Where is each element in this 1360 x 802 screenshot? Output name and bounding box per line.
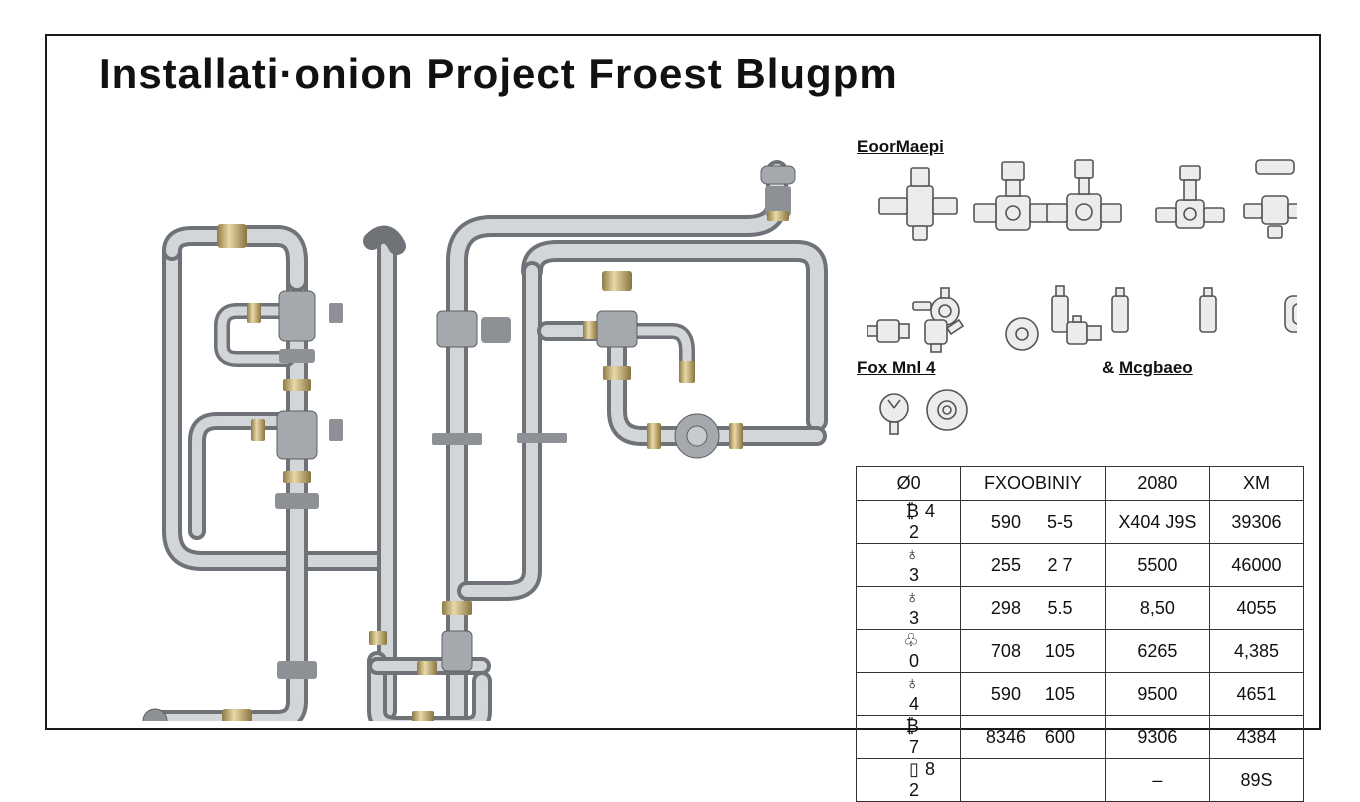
part-icon: ₿	[905, 716, 919, 736]
part-qty: 7	[908, 737, 919, 757]
value-cell: 8,50	[1104, 586, 1210, 630]
fixture-cell	[960, 758, 1106, 802]
part-qty: 3	[908, 608, 919, 628]
part-icon: ♁	[905, 673, 920, 693]
part-id: 4	[925, 501, 936, 521]
legend-section-2-label: Fox Mnl 4	[857, 358, 936, 377]
legend-section-3-prefix: &	[1102, 358, 1115, 377]
part-icon: ▯	[909, 759, 919, 779]
table-header-cell: Ø0	[855, 466, 962, 501]
valve-legend-icons	[878, 159, 1297, 333]
flange-disc-icon	[926, 389, 968, 431]
gate-valve-icon	[1155, 165, 1225, 229]
xm-cell: 4384	[1208, 715, 1305, 759]
xm-cell: 4,385	[1208, 629, 1305, 673]
part-id-cell: ₿ 42	[855, 500, 962, 544]
xm-cell: 4055	[1208, 586, 1305, 630]
ball-valve-icon	[1243, 159, 1297, 239]
legend-section-3: & Mcgbaeo	[1102, 358, 1193, 378]
part-id: 8	[925, 759, 936, 779]
fixture-cell: 298 5.5	[960, 586, 1106, 630]
fixture-value-b: 600	[1044, 726, 1075, 747]
part-id-cell: ♁4	[855, 672, 962, 716]
part-icon: ♧	[902, 630, 919, 650]
legend-section-1-label: EoorMaepi	[857, 137, 944, 156]
value-cell: X404 J9S	[1104, 500, 1210, 544]
elbow-valve-icon	[924, 318, 965, 353]
pipe-assembly-illustration	[142, 160, 828, 721]
plug-fitting-icon	[867, 319, 910, 343]
fixture-value-b: 5-5	[1046, 511, 1073, 532]
tee-valve-icon	[1046, 159, 1122, 231]
fixture-value-b: 105	[1044, 640, 1075, 661]
fixture-cell: 8346 600	[960, 715, 1106, 759]
table-header-cell: FXOOBINIY	[960, 466, 1106, 501]
fixture-value-a: 8346	[985, 726, 1026, 747]
fixture-cell: 255 2 7	[960, 543, 1106, 587]
fixture-value-a: 590	[990, 683, 1021, 704]
xm-cell: 89S	[1208, 758, 1305, 802]
gauge-legend-icons	[879, 389, 968, 435]
part-qty: 3	[908, 565, 919, 585]
fixture-value-b: 2 7	[1047, 554, 1073, 575]
square-flange-icon	[1284, 295, 1297, 333]
cross-fitting-icon	[973, 161, 1053, 231]
table-header-cell: XM	[1208, 466, 1305, 501]
fixture-value-a: 298	[990, 597, 1021, 618]
value-cell: 5500	[1104, 543, 1210, 587]
diagram-frame: Installati·onion Project Froest Blugpm	[45, 34, 1321, 802]
value-cell: 6265	[1104, 629, 1210, 673]
xm-cell: 4651	[1208, 672, 1305, 716]
fixture-cell: 590 105	[960, 672, 1106, 716]
part-qty: 4	[908, 694, 919, 714]
part-icon: ♁	[905, 544, 920, 564]
part-qty: 0	[908, 651, 919, 671]
fixture-value-a: 708	[990, 640, 1021, 661]
part-qty: 2	[908, 780, 919, 800]
valve-legend-icons-row3	[867, 315, 1102, 353]
value-cell: –	[1104, 758, 1210, 802]
nipple-fitting-icon	[1199, 287, 1217, 333]
xm-cell: 39306	[1208, 500, 1305, 544]
part-qty: 2	[908, 522, 919, 542]
cross-valve-icon	[878, 167, 958, 241]
part-id-cell: ♁3	[855, 543, 962, 587]
fixture-value-a: 255	[990, 554, 1021, 575]
xm-cell: 46000	[1208, 543, 1305, 587]
fixture-value-b: 5.5	[1047, 597, 1073, 618]
page-title: Installati·onion Project Froest Blugpm	[99, 50, 898, 97]
value-cell: 9500	[1104, 672, 1210, 716]
washer-ring-icon	[1005, 317, 1039, 351]
fixture-value-b: 105	[1044, 683, 1075, 704]
adapter-fitting-icon	[1066, 315, 1102, 345]
table-row: ▯ 82 –89S	[855, 758, 1305, 802]
pressure-gauge-icon	[879, 393, 909, 435]
fixture-value-a: 590	[990, 511, 1021, 532]
table-header-row: Ø0 FXOOBINIY 2080 XM	[855, 466, 1305, 501]
legend-section-3-label: Mcgbaeo	[1119, 358, 1193, 377]
coupling-fitting-icon	[1111, 287, 1129, 333]
part-id-cell: ₿7	[855, 715, 962, 759]
value-cell: 9306	[1104, 715, 1210, 759]
union-fitting-icon	[1051, 285, 1069, 333]
part-icon: ♁	[905, 587, 920, 607]
gauge-valve-icon	[912, 287, 960, 326]
fixture-cell: 590 5-5	[960, 500, 1106, 544]
table-header-cell: 2080	[1104, 466, 1210, 501]
part-icon: ₿	[905, 501, 919, 521]
part-id-cell: ♁3	[855, 586, 962, 630]
part-id-cell: ▯ 82	[855, 758, 962, 802]
fixture-cell: 708 105	[960, 629, 1106, 673]
part-id-cell: ♧0	[855, 629, 962, 673]
